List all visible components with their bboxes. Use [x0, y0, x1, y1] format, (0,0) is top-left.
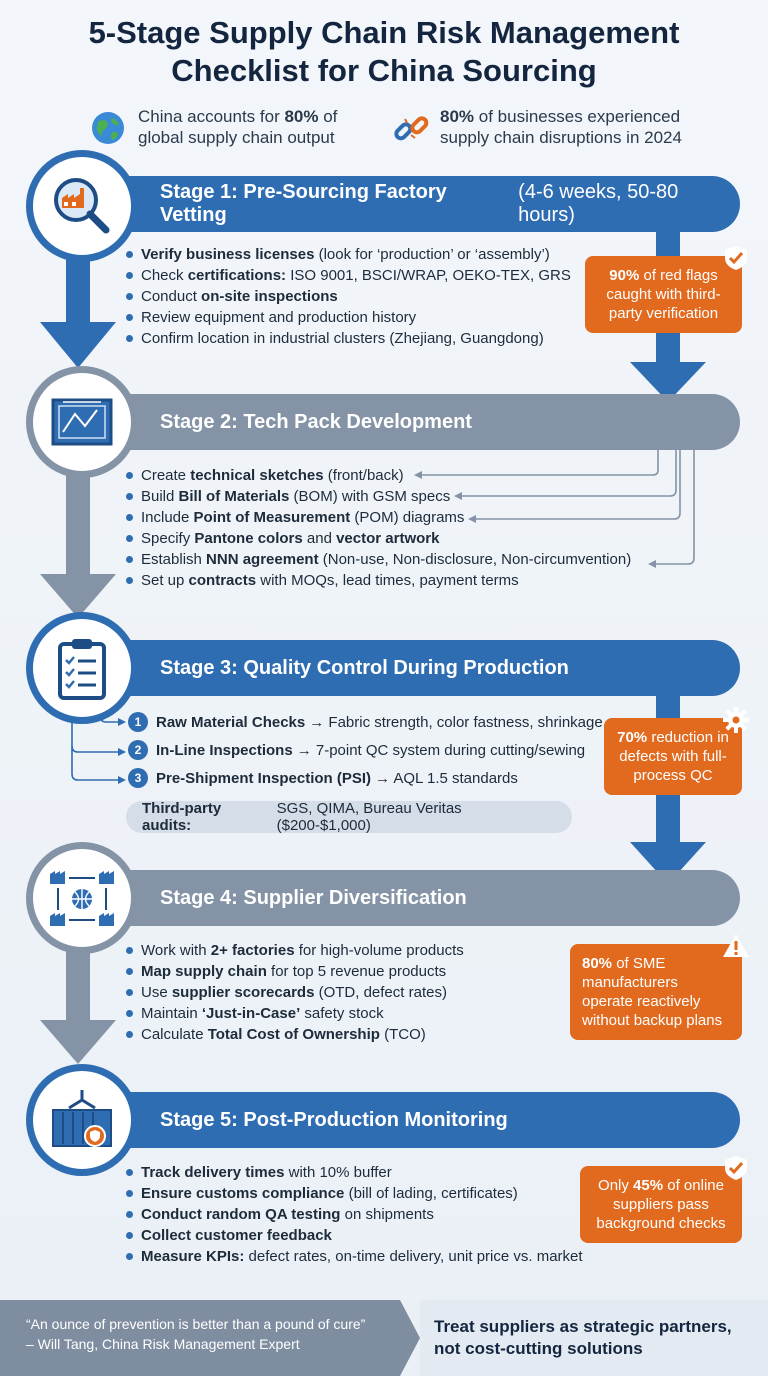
stage4-item: Use supplier scorecards (OTD, defect rat… [126, 982, 566, 1003]
stage1-item: Review equipment and production history [126, 307, 596, 328]
stage3-icon-circle [26, 612, 138, 724]
arrow-right1-head [630, 362, 706, 402]
stage5-banner: Stage 5: Post-Production Monitoring [60, 1092, 740, 1148]
stage1-item: Confirm location in industrial clusters … [126, 328, 596, 349]
arrow-stage2-head [40, 574, 116, 618]
globe-icon [92, 112, 124, 144]
shield-check-icon [725, 246, 747, 270]
factory-magnifier-icon [54, 178, 110, 234]
title-line-2: Checklist for China Sourcing [171, 53, 597, 88]
footer-takeaway: Treat suppliers as strategic partners, n… [420, 1300, 768, 1376]
factory-network-icon [50, 871, 114, 926]
stage1-title: Stage 1: Pre-Sourcing Factory Vetting [160, 181, 447, 226]
stage4-item: Maintain ‘Just-in-Case’ safety stock [126, 1003, 566, 1024]
page-title: 5-Stage Supply Chain Risk Management Che… [0, 14, 768, 90]
stage2-title: Stage 2: Tech Pack Development [160, 410, 472, 433]
stat-disruption-bold: 80% [440, 107, 475, 126]
title-line-1: 5-Stage Supply Chain Risk Management [88, 15, 680, 50]
stat-globe-pre: China accounts for [138, 107, 285, 126]
stage3-title: Stage 3: Quality Control During Producti… [160, 656, 569, 679]
stage1-checklist: Verify business licenses (look for ‘prod… [126, 244, 596, 349]
stage2-checklist: Create technical sketches (front/back) B… [126, 465, 686, 591]
arrow-stage4-head [40, 1020, 116, 1064]
stage2-item: Specify Pantone colors and vector artwor… [126, 528, 686, 549]
stage1-icon-circle [26, 150, 138, 262]
stat-globe-post: of [318, 107, 338, 126]
container-icon [52, 1090, 112, 1147]
stage5-icon-circle [26, 1064, 138, 1176]
stage4-title: Stage 4: Supplier Diversification [160, 886, 467, 909]
stat-globe-bold: 80% [284, 107, 319, 126]
stage5-item: Ensure customs compliance (bill of ladin… [126, 1183, 606, 1204]
stage5-title: Stage 5: Post-Production Monitoring [160, 1108, 508, 1131]
quote-author: – Will Tang, China Risk Management Exper… [26, 1336, 300, 1352]
stage2-icon-circle [26, 366, 138, 478]
stage4-callout: 80% of SME manufacturers operate reactiv… [570, 934, 749, 1040]
takeaway-line-2: not cost-cutting solutions [434, 1339, 643, 1358]
stage4-item: Calculate Total Cost of Ownership (TCO) [126, 1024, 566, 1045]
stat-disruption-line2: supply chain disruptions in 2024 [440, 128, 682, 147]
third-party-audits-pill: Third-party audits:SGS, QIMA, Bureau Ver… [126, 800, 572, 834]
stage2-connector-lines [420, 450, 695, 565]
blueprint-icon [51, 398, 113, 446]
stage2-item: Create technical sketches (front/back) [126, 465, 686, 486]
stage2-item: Establish NNN agreement (Non-use, Non-di… [126, 549, 686, 570]
clipboard-checklist-icon [58, 639, 106, 700]
stage4-banner: Stage 4: Supplier Diversification [60, 870, 740, 926]
stage1-banner: Stage 1: Pre-Sourcing Factory Vetting (4… [60, 176, 740, 232]
takeaway-line-1: Treat suppliers as strategic partners, [434, 1317, 732, 1336]
warning-icon [723, 934, 749, 957]
arrow-right3-head [630, 842, 706, 884]
stage2-item: Include Point of Measurement (POM) diagr… [126, 507, 686, 528]
stage2-item: Set up contracts with MOQs, lead times, … [126, 570, 686, 591]
stage5-item: Measure KPIs: defect rates, on-time deli… [126, 1246, 606, 1267]
stage4-checklist: Work with 2+ factories for high-volume p… [126, 940, 566, 1045]
stage5-callout: Only 45% of online suppliers pass backgr… [580, 1156, 747, 1243]
gear-icon [723, 707, 749, 733]
stage5-item: Conduct random QA testing on shipments [126, 1204, 606, 1225]
stat-disruption-post: of businesses experienced [474, 107, 681, 126]
arrow-stage1-head [40, 322, 116, 368]
stage5-item: Collect customer feedback [126, 1225, 606, 1246]
shield-check-icon [725, 1156, 747, 1180]
stage2-banner: Stage 2: Tech Pack Development [60, 394, 740, 450]
quote-text: “An ounce of prevention is better than a… [26, 1316, 366, 1332]
stage3-callout: 70% reduction in defects with full-proce… [604, 707, 749, 795]
stage1-item: Verify business licenses (look for ‘prod… [126, 244, 596, 265]
stage2-item: Build Bill of Materials (BOM) with GSM s… [126, 486, 686, 507]
stage1-item: Conduct on-site inspections [126, 286, 596, 307]
stage3-banner: Stage 3: Quality Control During Producti… [60, 640, 740, 696]
stage4-icon-circle [26, 842, 138, 954]
stage5-checklist: Track delivery times with 10% buffer Ens… [126, 1162, 606, 1267]
stage1-duration: (4-6 weeks, 50-80 hours) [518, 181, 679, 226]
stage5-item: Track delivery times with 10% buffer [126, 1162, 606, 1183]
stage4-item: Work with 2+ factories for high-volume p… [126, 940, 566, 961]
footer-quote: “An ounce of prevention is better than a… [0, 1300, 420, 1376]
stat-globe-line2: global supply chain output [138, 128, 335, 147]
broken-chain-icon [394, 116, 429, 141]
stage1-callout: 90% of red flags caught with third-party… [585, 246, 747, 333]
stage1-item: Check certifications: ISO 9001, BSCI/WRA… [126, 265, 596, 286]
stage4-item: Map supply chain for top 5 revenue produ… [126, 961, 566, 982]
